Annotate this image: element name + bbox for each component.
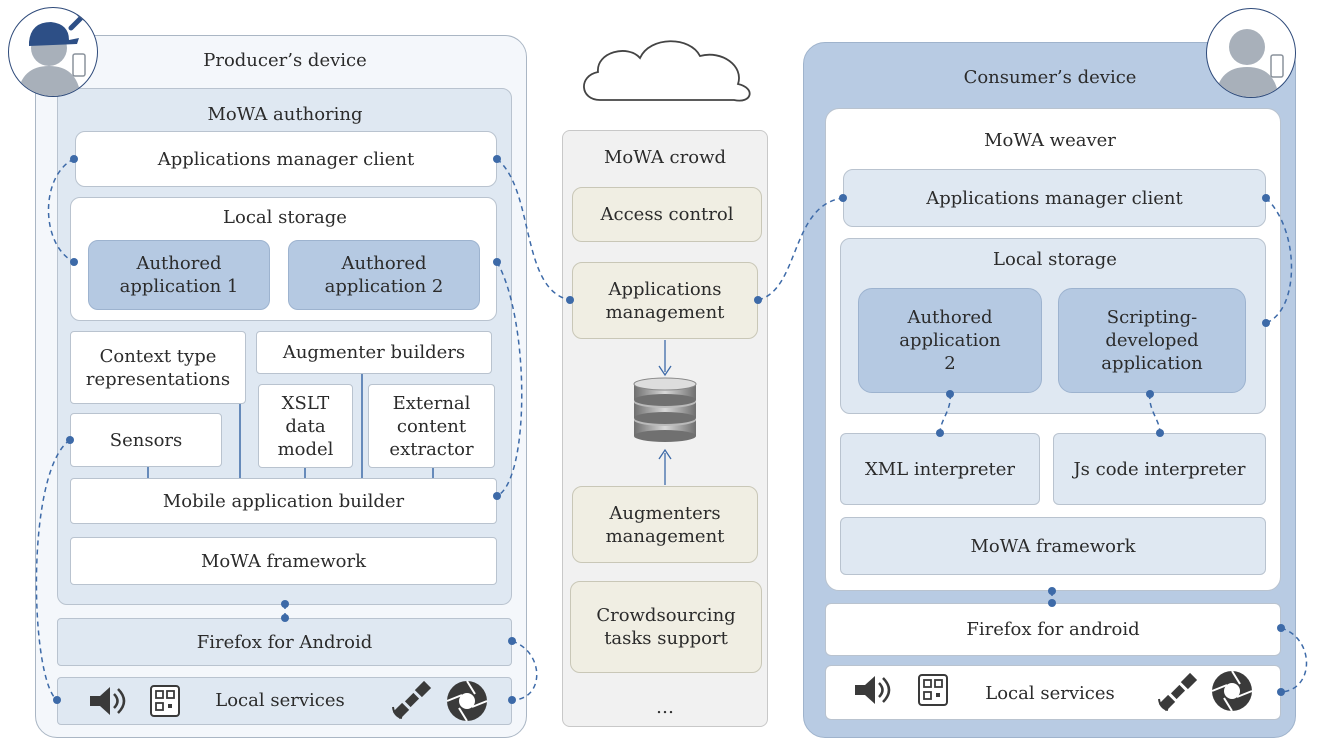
producer-title: Producer’s device — [203, 50, 367, 71]
consumer-satellite-signal-icon — [1158, 698, 1169, 711]
camera-aperture-icon — [446, 680, 488, 722]
connector-storage-builder — [496, 261, 523, 497]
connector-producer-apps-storage — [47, 158, 75, 263]
augmenters-management: Augmenters management — [572, 486, 758, 563]
authored-application-1: Authored application 1 — [88, 240, 270, 310]
access-control: Access control — [572, 187, 762, 242]
scripting-developed-application: Scripting-developed application — [1058, 288, 1246, 393]
xslt-data-model: XSLT data model — [258, 384, 353, 468]
weaver-title: MoWA weaver — [984, 130, 1116, 151]
external-content-extractor: External content extractor — [368, 384, 495, 468]
authored-application-2: Authored application 2 — [288, 240, 480, 310]
connector-consumer-apps-storage — [1265, 197, 1293, 324]
speaker-icon — [90, 687, 126, 715]
connector-crowd-consumer — [757, 197, 844, 301]
producer-firefox: Firefox for Android — [57, 618, 512, 666]
consumer-local-storage-title: Local storage — [993, 249, 1117, 270]
connector-authored-xml — [939, 393, 951, 434]
js-code-interpreter: Js code interpreter — [1053, 433, 1266, 505]
connector-producer-apps-crowd — [496, 158, 571, 301]
crowd-ellipsis: … — [656, 697, 674, 718]
context-type-representations: Context type representations — [70, 331, 246, 404]
consumer-speaker-icon — [855, 676, 891, 704]
producer-apps-manager-client: Applications manager client — [75, 131, 497, 187]
augmenter-builders: Augmenter builders — [256, 331, 492, 374]
consumer-camera-aperture-icon — [1211, 670, 1253, 712]
mobile-application-builder: Mobile application builder — [70, 478, 497, 524]
authoring-title: MoWA authoring — [207, 104, 363, 125]
crowd-title: MoWA crowd — [603, 147, 727, 168]
consumer-authored-application-2: Authored application 2 — [858, 288, 1042, 393]
consumer-firefox: Firefox for android — [825, 603, 1281, 656]
consumer-title: Consumer’s device — [963, 67, 1137, 88]
connector-scripting-js — [1149, 393, 1161, 434]
consumer-qr-code-icon — [918, 674, 948, 706]
consumer-local-services — [825, 665, 1281, 720]
satellite-signal-icon — [392, 706, 403, 719]
applications-management: Applications management — [572, 262, 758, 339]
user-icon — [1215, 29, 1284, 97]
consumer-mowa-framework: MoWA framework — [840, 517, 1266, 575]
producer-mowa-framework: MoWA framework — [70, 537, 497, 585]
producer-local-storage-title: Local storage — [223, 207, 347, 228]
xml-interpreter: XML interpreter — [840, 433, 1040, 505]
producer-local-services — [57, 677, 512, 725]
sensors: Sensors — [70, 413, 222, 467]
qr-code-icon — [150, 685, 180, 717]
consumer-avatar — [1206, 8, 1296, 98]
consumer-local-services-label: Local services — [985, 683, 1115, 704]
connector-sensors-services — [35, 439, 71, 701]
connector-firefox-services — [511, 640, 538, 701]
producer-local-services-label: Local services — [215, 690, 345, 711]
database-disk-1 — [633, 377, 697, 406]
crowdsourcing-tasks-support: Crowdsourcing tasks support — [570, 581, 762, 673]
connector-firefox-services-consumer — [1280, 627, 1308, 693]
